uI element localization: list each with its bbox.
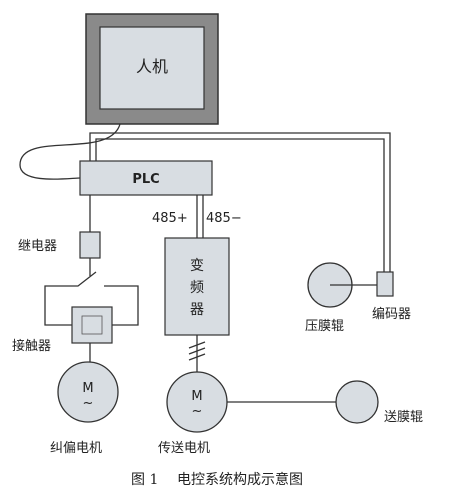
inverter-char-2: 频 [190, 280, 204, 296]
hmi-screen: 人机 [85, 13, 219, 125]
feed-roller [335, 380, 379, 424]
hmi-label: 人机 [136, 57, 168, 76]
inverter-char-1: 变 [190, 258, 204, 274]
rs485-plus-label: 485+ [152, 211, 188, 226]
plc-label: PLC [132, 172, 159, 187]
switch-contact-left [44, 271, 97, 288]
three-phase-mark [188, 341, 206, 361]
correction-motor-tilde: ~ [83, 396, 94, 411]
correction-motor-label: 纠偏电机 [50, 441, 102, 456]
press-roller-label: 压膜辊 [305, 319, 344, 334]
feed-roller-label: 送膜辊 [384, 410, 423, 425]
switch-contact-right [104, 285, 139, 326]
switch-loop-left [44, 288, 72, 326]
correction-motor-symbol: M [82, 381, 93, 396]
contactor-coil [81, 315, 103, 335]
encoder-cable-outer [89, 132, 391, 272]
inverter-block: 变 频 器 [164, 237, 230, 336]
transmission-motor-tilde: ~ [192, 404, 203, 419]
relay-box [79, 231, 101, 259]
contactor-label: 接触器 [12, 338, 51, 354]
rs485-minus-label: 485− [206, 211, 242, 226]
figure-title: 电控系统构成示意图 [177, 471, 303, 488]
hmi-plc-cable [19, 123, 121, 180]
plc-block: PLC [79, 160, 213, 196]
correction-motor: M ~ [57, 361, 119, 423]
relay-label: 继电器 [18, 239, 57, 254]
contactor-box [71, 306, 113, 344]
transmission-motor: M ~ [166, 371, 228, 433]
figure-number: 图 1 [131, 472, 158, 488]
encoder-box [376, 271, 394, 297]
encoder-cable-inner [95, 138, 385, 272]
transmission-motor-symbol: M [191, 389, 202, 404]
transmission-motor-label: 传送电机 [158, 441, 210, 456]
encoder-label: 编码器 [372, 307, 411, 322]
inverter-char-3: 器 [190, 302, 204, 318]
